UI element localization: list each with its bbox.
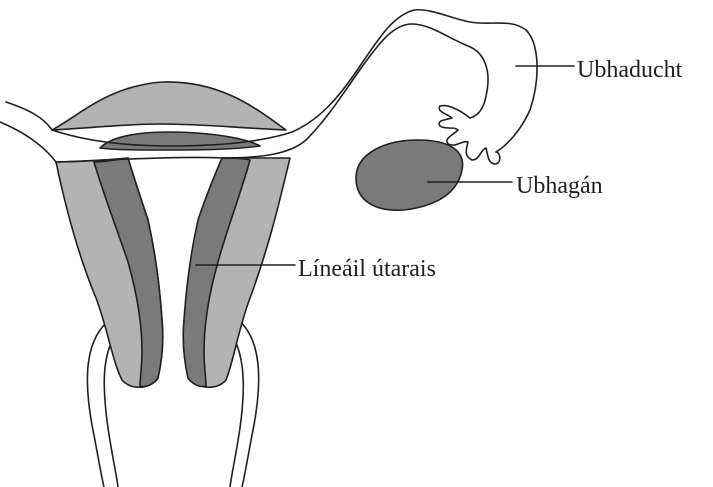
fundus-inner-cavity <box>100 132 260 150</box>
label-lineail-utarais: Líneáil útarais <box>298 257 436 281</box>
cervix-outline <box>236 318 259 487</box>
label-ubhaducht: Ubhaducht <box>577 58 682 82</box>
cervix-outline <box>87 318 112 487</box>
ovary <box>356 140 463 210</box>
uterine-fundus <box>52 82 286 130</box>
label-ubhagan: Ubhagán <box>516 174 603 198</box>
